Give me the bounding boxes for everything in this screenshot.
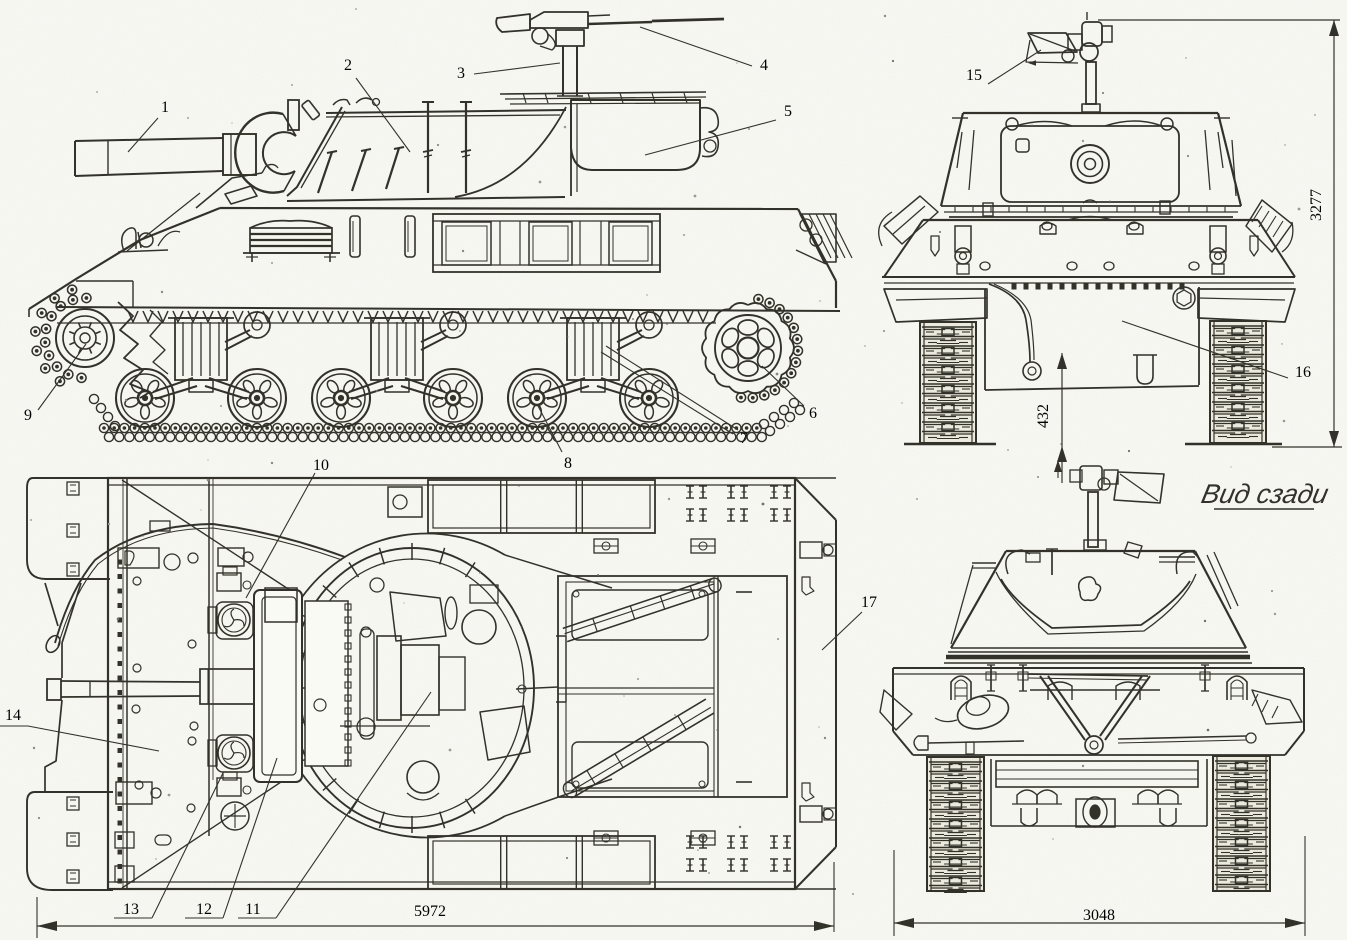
svg-text:6: 6 [809,405,817,422]
svg-text:14: 14 [5,707,21,724]
svg-text:2: 2 [344,57,352,74]
svg-text:7: 7 [740,430,748,447]
svg-text:5: 5 [784,103,792,120]
svg-text:Вид сзади: Вид сзади [1199,478,1332,509]
svg-text:17: 17 [861,594,877,611]
svg-text:432: 432 [1035,404,1052,428]
svg-text:5972: 5972 [414,903,446,920]
svg-text:1: 1 [161,99,169,116]
svg-text:16: 16 [1295,364,1311,381]
svg-text:13: 13 [123,901,139,918]
svg-text:8: 8 [564,455,572,472]
svg-text:9: 9 [24,407,32,424]
svg-text:3048: 3048 [1083,907,1115,924]
svg-text:3277: 3277 [1308,189,1325,221]
svg-text:3: 3 [457,65,465,82]
svg-text:4: 4 [760,57,768,74]
svg-text:11: 11 [245,901,260,918]
svg-text:12: 12 [196,901,212,918]
svg-text:15: 15 [966,67,982,84]
svg-text:10: 10 [313,457,329,474]
